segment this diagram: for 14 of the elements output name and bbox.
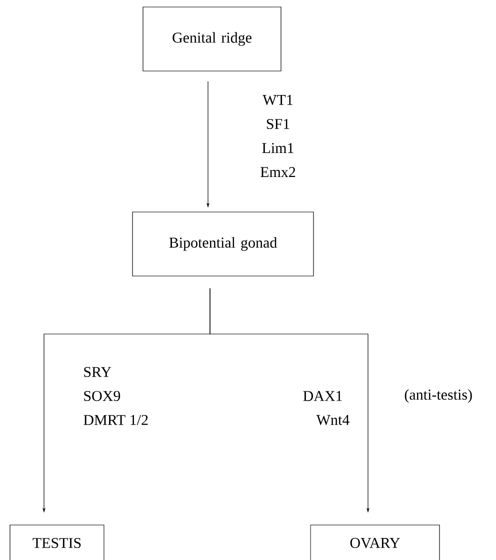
gene-label: Emx2 [260, 167, 296, 177]
process-box: Bipotential gonad [132, 212, 314, 276]
gene-label: Wnt4 [316, 414, 350, 426]
process-box: Genital ridge [142, 6, 282, 72]
gene-label: SRY [84, 366, 112, 378]
gene-label: Lim1 [262, 143, 294, 153]
process-box: TESTIS [10, 524, 104, 560]
process-box: OVARY [310, 524, 440, 560]
gene-label: DAX1 [303, 391, 342, 401]
gene-label: (anti-testis) [404, 389, 472, 403]
gene-label: WT1 [262, 94, 293, 106]
gene-label: SF1 [266, 118, 290, 130]
gene-label: SOX9 [84, 390, 120, 402]
gene-label: DMRT 1/2 [84, 414, 148, 426]
